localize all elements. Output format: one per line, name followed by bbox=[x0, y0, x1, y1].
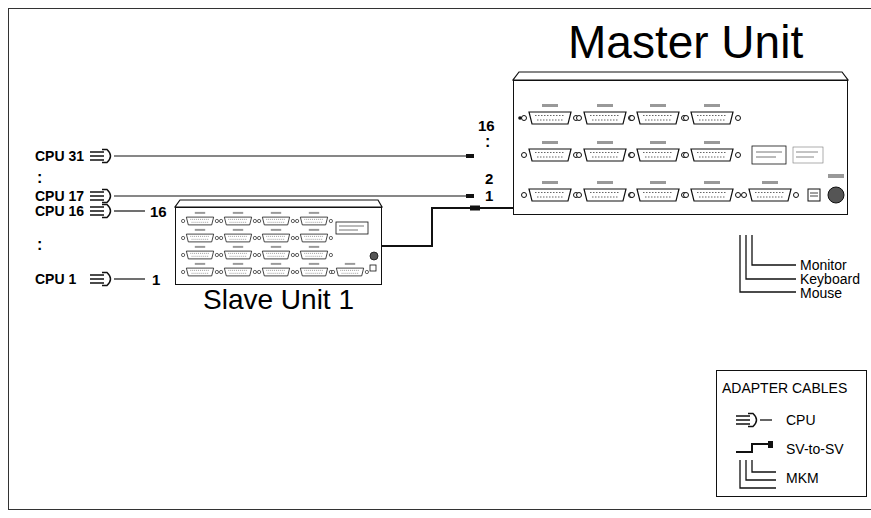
port-connector bbox=[295, 229, 332, 242]
sv-to-sv-cable bbox=[382, 208, 513, 246]
console-label: Monitor bbox=[800, 258, 847, 272]
console-label: Keyboard bbox=[800, 272, 860, 286]
rj-socket-detail bbox=[810, 193, 818, 196]
port-connector bbox=[295, 212, 332, 225]
port-number: 2 bbox=[485, 171, 493, 186]
port-connector bbox=[219, 263, 256, 276]
cpu-cable bbox=[114, 155, 472, 156]
port-number: 16 bbox=[478, 118, 495, 133]
sticker-print bbox=[796, 152, 818, 157]
port-connector bbox=[522, 181, 579, 201]
master-unit-box: Master Unit bbox=[513, 80, 848, 215]
port-connector bbox=[219, 212, 256, 225]
rj-socket bbox=[808, 189, 820, 201]
legend-heading: ADAPTER CABLES bbox=[722, 381, 847, 395]
housing-top bbox=[175, 200, 382, 207]
port-connector bbox=[522, 141, 579, 161]
console-label: Mouse bbox=[800, 286, 842, 300]
port-connector bbox=[630, 104, 687, 124]
port-connector bbox=[684, 181, 741, 201]
housing-top bbox=[513, 72, 848, 80]
power-socket bbox=[370, 252, 378, 260]
legend-text: MKM bbox=[786, 471, 819, 485]
cpu-adapter-symbol bbox=[90, 273, 111, 286]
port-connector bbox=[257, 229, 294, 242]
legend-cpu-sample bbox=[760, 419, 772, 420]
port-connector bbox=[577, 104, 634, 124]
port-connector bbox=[630, 181, 687, 201]
master-unit-drawing bbox=[513, 72, 848, 203]
sticker-print bbox=[339, 226, 364, 230]
screw bbox=[518, 116, 522, 120]
cpu-label: CPU 1 bbox=[35, 272, 76, 286]
socket-mark bbox=[828, 174, 844, 178]
legend-mkm-sample bbox=[740, 460, 776, 488]
port-number: 16 bbox=[150, 204, 167, 219]
port-connector bbox=[577, 141, 634, 161]
cpu-cables bbox=[90, 150, 474, 286]
port-connector bbox=[295, 263, 332, 276]
port-connector bbox=[219, 246, 256, 259]
unit-title: Master Unit bbox=[568, 19, 803, 65]
legend-cpu-sample bbox=[736, 414, 757, 427]
cable-plug bbox=[466, 194, 474, 198]
port-connector bbox=[257, 246, 294, 259]
port-connector bbox=[181, 229, 218, 242]
cpu-adapter-symbol bbox=[90, 205, 111, 218]
cpu-cable bbox=[114, 278, 145, 279]
sticker bbox=[336, 222, 368, 234]
port-number: 1 bbox=[485, 188, 493, 203]
legend-text: SV-to-SV bbox=[786, 442, 844, 456]
cpu-cable bbox=[114, 195, 472, 196]
cpu-label: CPU 17 bbox=[35, 189, 84, 203]
port-connector bbox=[295, 246, 332, 259]
ellipsis-mark: : bbox=[485, 134, 490, 150]
port-connector bbox=[219, 229, 256, 242]
rj-socket bbox=[370, 265, 376, 271]
page-frame bbox=[9, 9, 871, 510]
port-connector bbox=[181, 212, 218, 225]
port-connector bbox=[257, 263, 294, 276]
cpu-adapter-symbol bbox=[90, 190, 111, 203]
mkm-cable bbox=[740, 235, 796, 292]
port-connector bbox=[577, 181, 634, 201]
sticker-print bbox=[756, 152, 782, 157]
ellipsis-mark: : bbox=[37, 170, 42, 186]
cpu-label: CPU 16 bbox=[35, 204, 84, 218]
power-socket bbox=[828, 187, 844, 203]
port-connector bbox=[522, 104, 579, 124]
port-connector bbox=[630, 141, 687, 161]
port-connector bbox=[181, 263, 218, 276]
cpu-adapter-symbol bbox=[90, 150, 111, 163]
cpu-cable bbox=[114, 210, 145, 211]
slave-unit-box: Slave Unit 1 bbox=[175, 207, 382, 285]
legend-box bbox=[717, 371, 867, 497]
console-connector bbox=[742, 181, 799, 201]
console-connector bbox=[331, 263, 368, 276]
port-connector bbox=[684, 104, 741, 124]
cable-plug bbox=[466, 154, 474, 158]
legend-sv-sample bbox=[768, 441, 773, 448]
port-number: 1 bbox=[152, 272, 160, 287]
unit-title: Slave Unit 1 bbox=[176, 286, 381, 314]
slave-unit-drawing bbox=[175, 200, 382, 276]
ellipsis-mark: : bbox=[37, 237, 42, 253]
cpu-label: CPU 31 bbox=[35, 149, 84, 163]
sticker bbox=[793, 147, 823, 163]
legend-sv-sample bbox=[736, 444, 770, 452]
legend-text: CPU bbox=[786, 413, 816, 427]
port-connector bbox=[181, 246, 218, 259]
port-connector bbox=[257, 212, 294, 225]
port-connector bbox=[684, 141, 741, 161]
sticker bbox=[752, 146, 786, 164]
